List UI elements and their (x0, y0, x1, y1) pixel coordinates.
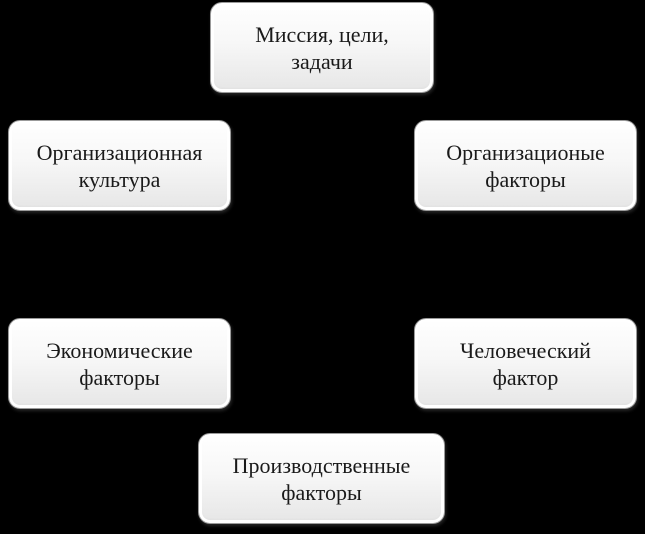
node-label: Экономические факторы (46, 337, 193, 390)
node-mission-goals-tasks: Миссия, цели, задачи (210, 2, 434, 93)
node-human-factor: Человеческий фактор (414, 318, 637, 409)
node-label: Производственные факторы (232, 452, 411, 505)
node-label: Человеческий фактор (460, 337, 591, 390)
node-production-factors: Производственные факторы (198, 433, 445, 524)
node-economic-factors: Экономические факторы (8, 318, 231, 409)
node-label: Организационые факторы (446, 139, 605, 192)
node-organizational-factors: Организационые факторы (414, 120, 637, 211)
node-organizational-culture: Организационная культура (8, 120, 231, 211)
node-label: Организационная культура (36, 139, 203, 192)
node-label: Миссия, цели, задачи (255, 21, 389, 74)
